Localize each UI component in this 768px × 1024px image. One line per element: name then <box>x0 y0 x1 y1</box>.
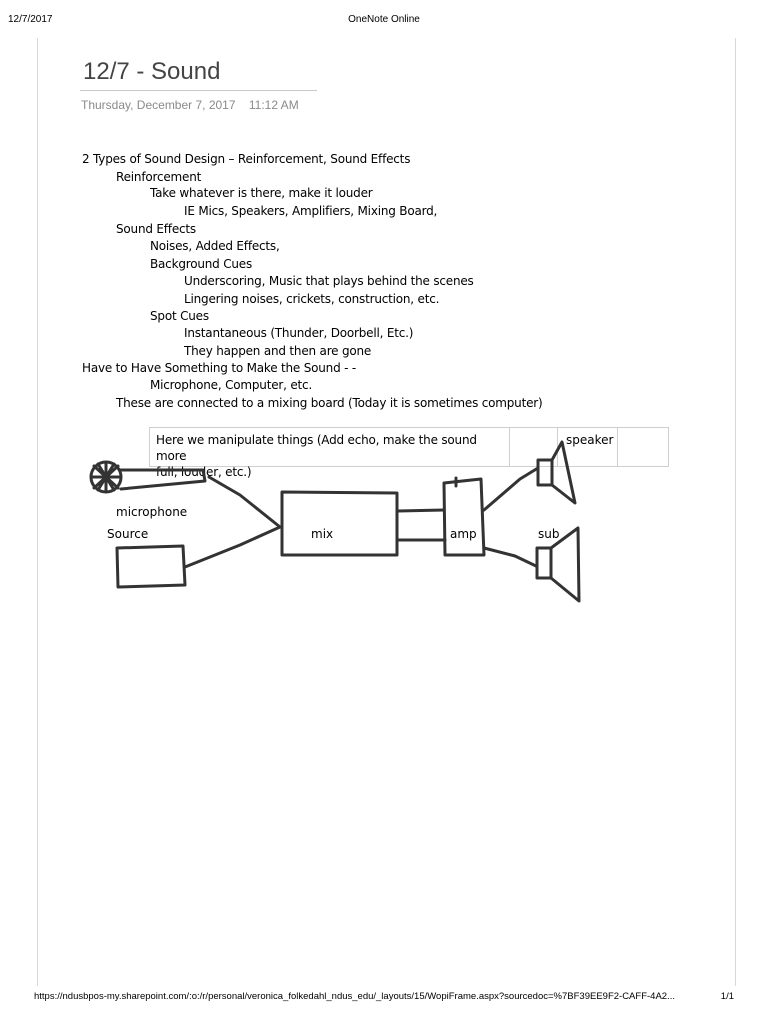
print-app-title: OneNote Online <box>348 14 420 25</box>
microphone-label: microphone <box>116 505 188 519</box>
note-line[interactable]: These are connected to a mixing board (T… <box>116 396 543 410</box>
page-frame <box>37 38 736 986</box>
note-line[interactable]: IE Mics, Speakers, Amplifiers, Mixing Bo… <box>184 204 438 218</box>
note-line[interactable]: Underscoring, Music that plays behind th… <box>184 274 474 288</box>
print-url: https://ndusbpos-my.sharepoint.com/:o:/r… <box>34 991 675 1002</box>
amp-label: amp <box>450 527 477 541</box>
title-underline <box>80 90 317 91</box>
table-cell-empty[interactable] <box>510 428 558 466</box>
sub-label: sub <box>538 527 560 541</box>
print-footer: https://ndusbpos-my.sharepoint.com/:o:/r… <box>0 987 768 1003</box>
print-page-number: 1/1 <box>720 991 734 1002</box>
note-line[interactable]: Microphone, Computer, etc. <box>150 378 313 392</box>
table-cell-description[interactable]: Here we manipulate things (Add echo, mak… <box>150 428 510 479</box>
note-line[interactable]: Lingering noises, crickets, construction… <box>184 292 440 306</box>
note-line[interactable]: Have to Have Something to Make the Sound… <box>82 361 356 375</box>
page-title[interactable]: 12/7 - Sound <box>83 58 221 85</box>
note-line[interactable]: 2 Types of Sound Design – Reinforcement,… <box>82 152 411 166</box>
print-date: 12/7/2017 <box>8 14 53 25</box>
note-line[interactable]: Sound Effects <box>116 222 196 236</box>
print-header: 12/7/2017 OneNote Online <box>0 14 768 30</box>
speaker-label: speaker <box>566 433 614 447</box>
page-date: Thursday, December 7, 2017 <box>81 98 236 112</box>
note-line[interactable]: Noises, Added Effects, <box>150 239 280 253</box>
page-timestamp: Thursday, December 7, 2017 11:12 AM <box>81 98 299 112</box>
note-line[interactable]: They happen and then are gone <box>184 344 372 358</box>
note-line[interactable]: Background Cues <box>150 257 253 271</box>
note-line[interactable]: Take whatever is there, make it louder <box>150 186 373 200</box>
table-cell-speaker[interactable]: speaker <box>558 428 618 466</box>
mix-label: mix <box>311 527 334 541</box>
table-cell-text: Here we manipulate things (Add echo, mak… <box>156 433 477 463</box>
table-cell-text: full, louder, etc.) <box>156 465 252 479</box>
note-line[interactable]: Reinforcement <box>116 170 202 184</box>
note-line[interactable]: Instantaneous (Thunder, Doorbell, Etc.) <box>184 326 414 340</box>
notes-table[interactable]: Here we manipulate things (Add echo, mak… <box>149 427 669 479</box>
note-line[interactable]: Spot Cues <box>150 309 209 323</box>
page-time: 11:12 AM <box>248 98 299 112</box>
source-label: Source <box>107 527 149 541</box>
